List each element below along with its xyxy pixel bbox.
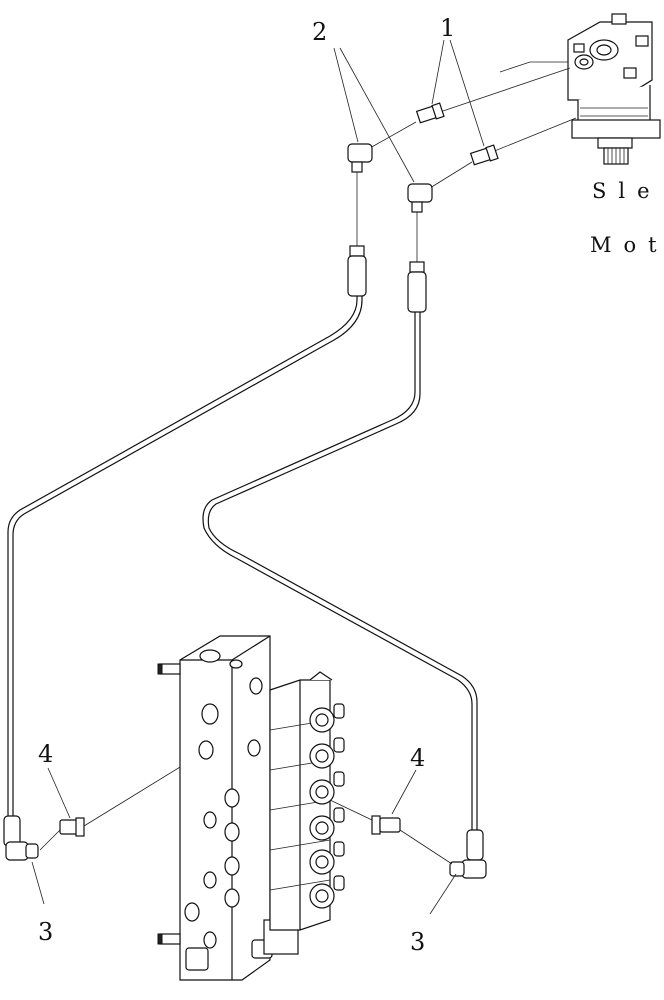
callout-3-right: 3: [410, 928, 425, 956]
callout-3-left: 3: [38, 918, 53, 946]
solenoid-stack: [269, 671, 345, 931]
motor-caption-line2: Mot: [590, 233, 664, 257]
callout-4-right: 4: [410, 744, 425, 772]
hose-right: [202, 261, 484, 861]
callout-4-left: 4: [38, 740, 53, 768]
elbow-fitting-2-left: [347, 121, 417, 246]
straight-fitting-4-left: [39, 755, 199, 851]
elbow-fitting-3-right: [449, 859, 487, 879]
straight-fitting-1-lower: [469, 117, 577, 166]
callout-2: 2: [312, 18, 327, 46]
hose-left: [3, 245, 367, 847]
callout-1: 1: [440, 14, 455, 42]
leader-lines: [31, 39, 485, 915]
elbow-fitting-2-right: [407, 161, 473, 262]
straight-fitting-4-right: [329, 799, 453, 865]
elbow-fitting-3-left: [5, 841, 39, 861]
motor-caption-line1: Sle: [592, 179, 662, 203]
slew-motor: [499, 13, 661, 165]
straight-fitting-1-upper: [415, 67, 571, 124]
